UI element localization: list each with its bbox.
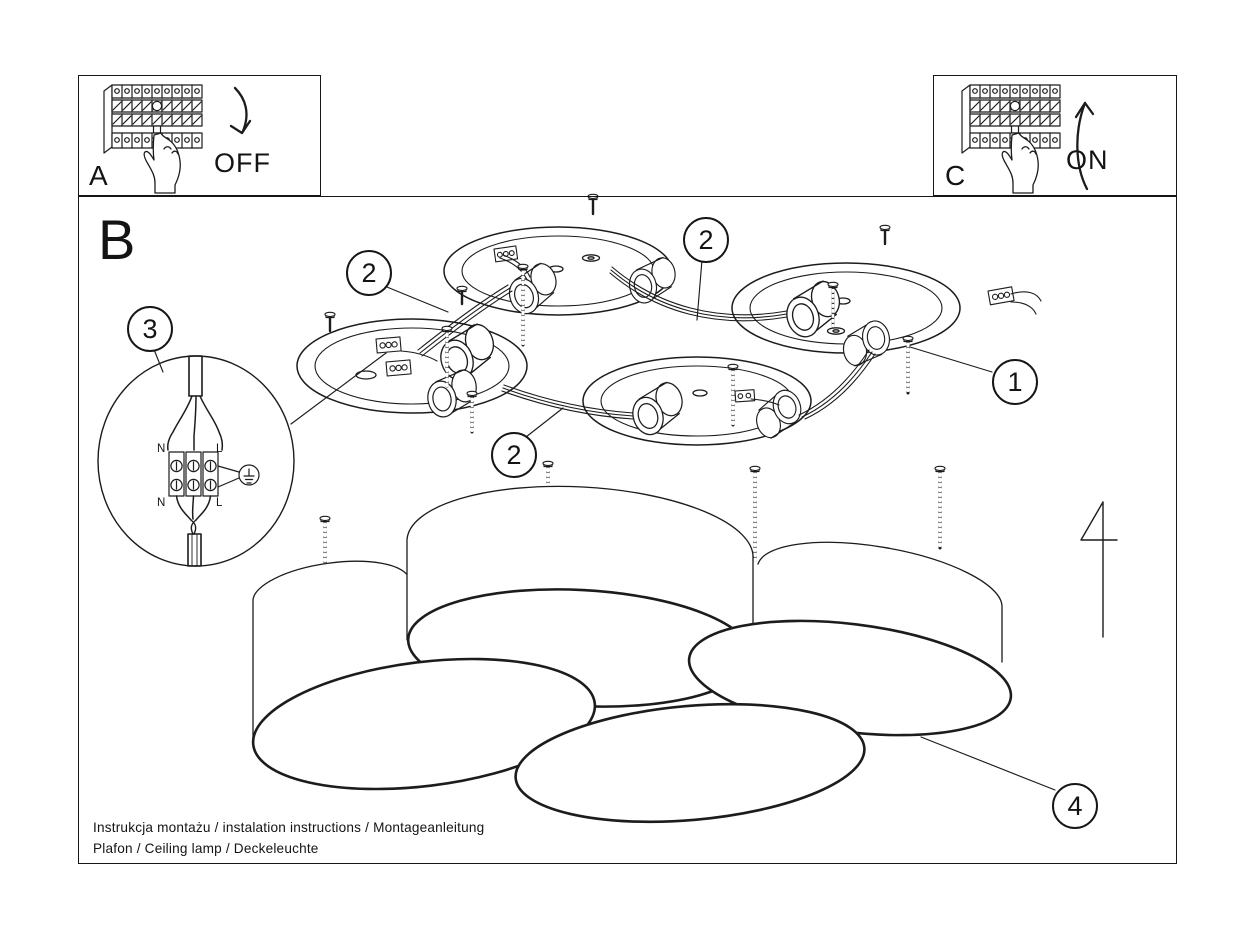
- callout-wire-b-badge: 2: [683, 217, 729, 263]
- footer-instructions-line: Instrukcja montażu / instalation instruc…: [93, 820, 485, 835]
- wiring-detail-bubble: [97, 355, 295, 567]
- switch-on-arrow-icon: [1074, 101, 1095, 191]
- footer-product-line: Plafon / Ceiling lamp / Deckeleuchte: [93, 841, 319, 856]
- terminal-l-bottom-label: L: [216, 497, 223, 509]
- mounting-direction-arrow-icon: [1080, 501, 1118, 638]
- mounting-screws: [319, 193, 946, 602]
- callout-shade-badge: 4: [1052, 783, 1098, 829]
- step-b-label: B: [98, 208, 137, 271]
- terminal-n-top-label: N: [157, 443, 166, 455]
- terminal-block-detail: [168, 451, 219, 497]
- callout-screw-badge: 1: [992, 359, 1038, 405]
- breaker-panel-on-icon: [961, 84, 1061, 194]
- callout-wiring-detail-badge: 3: [127, 306, 173, 352]
- callout-leader-lines: [152, 259, 1056, 791]
- breaker-panel-off-icon: [103, 84, 203, 194]
- step-a-label: A: [89, 160, 108, 191]
- wire-bundles: [400, 254, 1042, 420]
- lamp-shade-assembly: [251, 485, 1013, 824]
- terminal-l-top-label: L: [216, 443, 223, 455]
- terminal-n-bottom-label: N: [157, 497, 166, 509]
- callout-wire-c-badge: 2: [491, 432, 537, 478]
- off-label: OFF: [214, 148, 271, 178]
- on-label: ON: [1066, 145, 1109, 175]
- callout-wire-a-badge: 2: [346, 250, 392, 296]
- step-c-label: C: [945, 160, 966, 191]
- switch-off-arrow-icon: [229, 86, 252, 135]
- ground-symbol-icon: [217, 464, 260, 488]
- mounting-plate-left: [296, 318, 528, 414]
